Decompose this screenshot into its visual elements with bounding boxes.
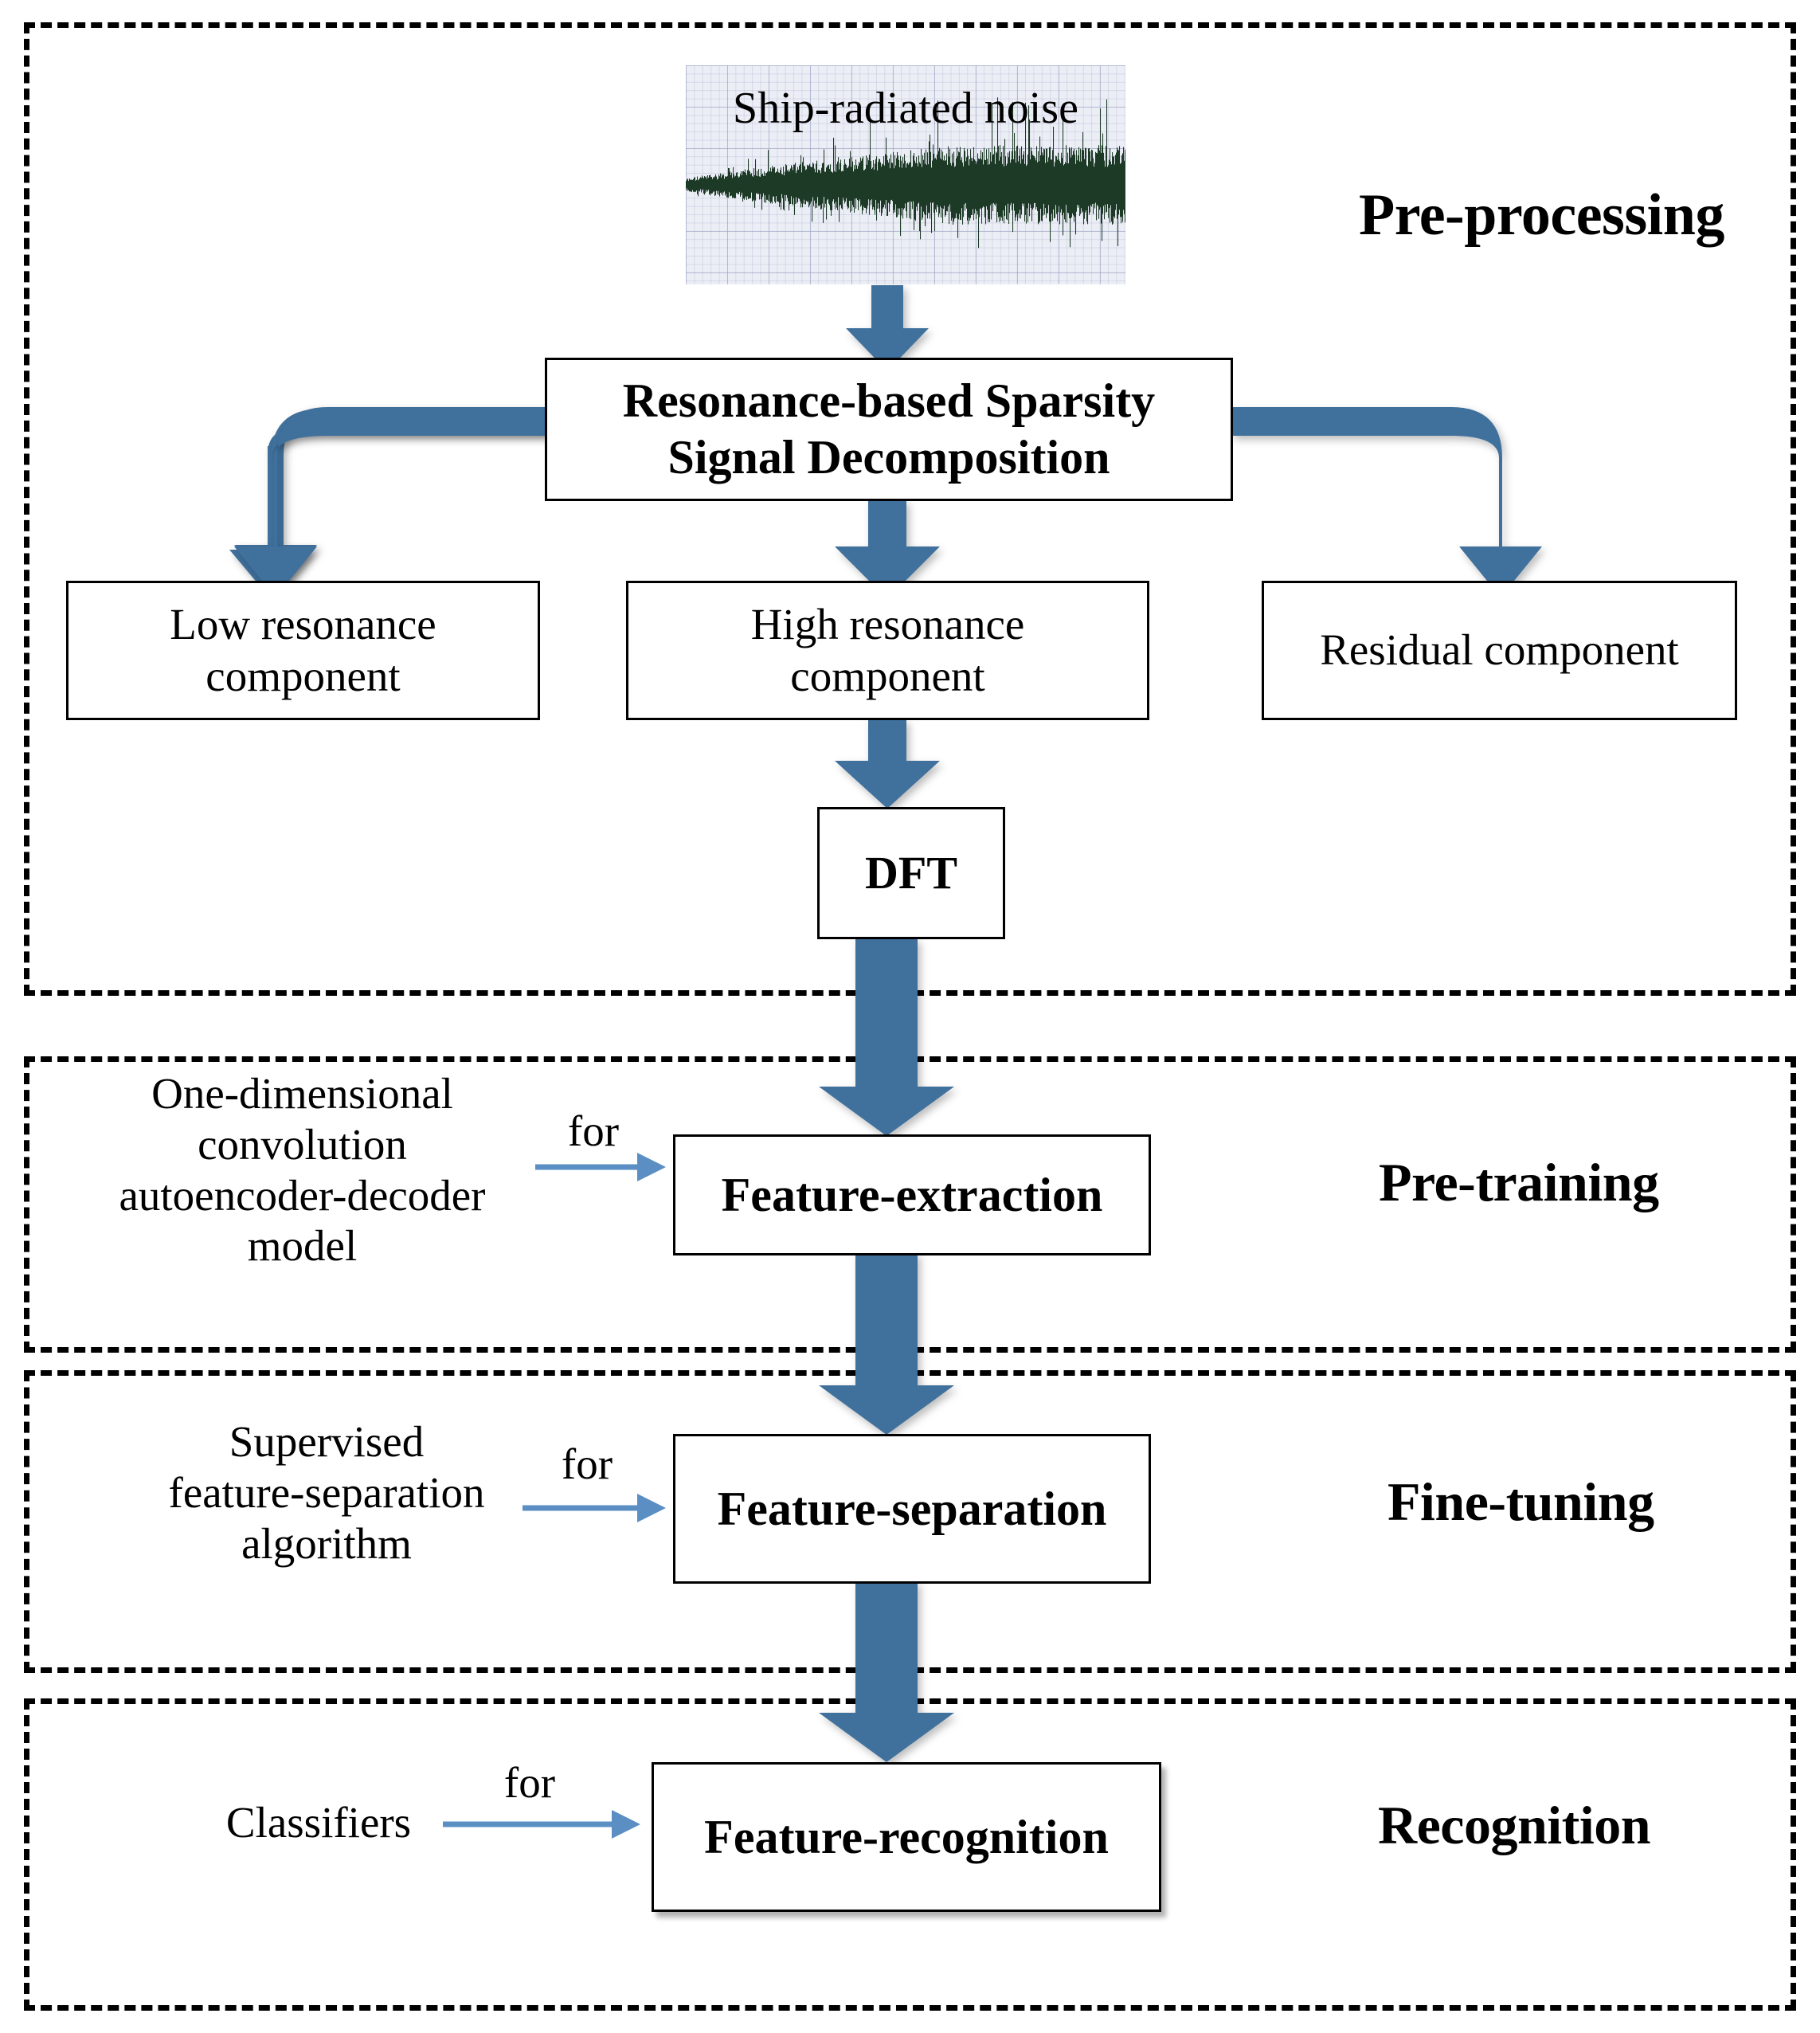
- annotation-autoencoder: One-dimensional convolution autoencoder-…: [119, 1069, 486, 1271]
- node-residual-component[interactable]: Residual component: [1262, 581, 1737, 720]
- node-feature-extraction[interactable]: Feature-extraction: [673, 1134, 1151, 1255]
- annotation-classifiers: Classifiers: [225, 1798, 412, 1847]
- signal-waveform-panel: Ship-radiated noise: [686, 65, 1125, 284]
- node-feature-recognition[interactable]: Feature-recognition: [652, 1762, 1161, 1912]
- node-feature-separation[interactable]: Feature-separation: [673, 1434, 1151, 1584]
- annotation-supervised: Supervised feature-separation algorithm: [168, 1417, 485, 1568]
- node-low-resonance[interactable]: Low resonance component: [66, 581, 540, 720]
- node-high-resonance[interactable]: High resonance component: [626, 581, 1149, 720]
- node-dft[interactable]: DFT: [817, 807, 1005, 939]
- annotation-for-2: for: [561, 1440, 613, 1488]
- waveform-plot: [686, 97, 1125, 249]
- section-label-recognition: Recognition: [1378, 1795, 1651, 1855]
- node-decomposition[interactable]: Resonance-based Sparsity Signal Decompos…: [545, 358, 1233, 501]
- annotation-for-3: for: [503, 1758, 556, 1807]
- section-label-fine-tuning: Fine-tuning: [1388, 1471, 1654, 1532]
- section-label-pre-processing: Pre-processing: [1359, 182, 1724, 248]
- signal-panel-title: Ship-radiated noise: [733, 84, 1078, 133]
- annotation-for-1: for: [567, 1107, 620, 1155]
- section-label-pre-training: Pre-training: [1379, 1152, 1659, 1212]
